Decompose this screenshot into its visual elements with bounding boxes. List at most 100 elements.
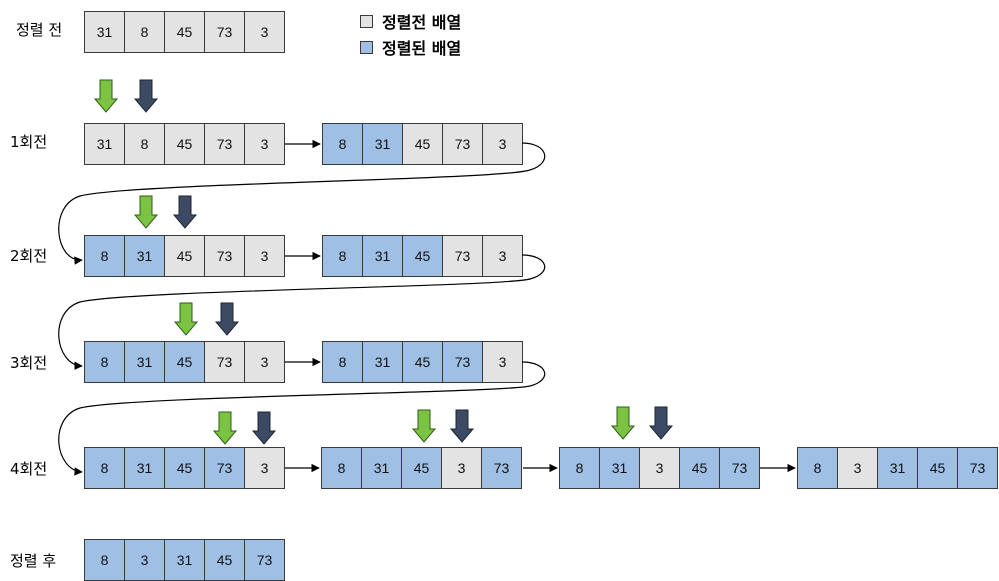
array-cell: 45	[403, 236, 443, 276]
array-cell: 3	[245, 236, 285, 276]
array-cell: 31	[878, 448, 918, 488]
row-label-pass4: 4회전	[10, 460, 48, 478]
array-cell: 3	[245, 342, 285, 382]
array-cell: 3	[483, 236, 523, 276]
array-cell: 8	[85, 540, 125, 580]
array-cell: 8	[323, 342, 363, 382]
dark-down-arrow-icon	[449, 409, 475, 443]
row-label-pass2: 2회전	[10, 247, 48, 265]
legend-sorted-label: 정렬된 배열	[382, 39, 462, 58]
green-down-arrow-icon	[173, 302, 199, 336]
array-cell: 45	[402, 448, 442, 488]
array-cell: 3	[245, 448, 285, 488]
array-cell: 31	[363, 236, 403, 276]
array-cell: 31	[85, 12, 125, 52]
legend-unsorted-label: 정렬전 배열	[382, 13, 462, 32]
array-cell: 45	[165, 236, 205, 276]
array-cell: 31	[125, 448, 165, 488]
array-cell: 8	[560, 448, 600, 488]
array-cell: 73	[205, 448, 245, 488]
wrap-connector	[58, 254, 546, 370]
array-cell: 73	[443, 124, 483, 164]
array-cell: 31	[363, 342, 403, 382]
green-down-arrow-icon	[212, 411, 238, 445]
array-cell: 45	[403, 342, 443, 382]
array-cell: 8	[323, 124, 363, 164]
row-label-after: 정렬 후	[10, 552, 57, 570]
legend-unsorted-swatch	[360, 14, 373, 28]
array-cell: 3	[483, 124, 523, 164]
array-cell: 31	[165, 540, 205, 580]
array-cell: 45	[680, 448, 720, 488]
array-cell: 31	[363, 124, 403, 164]
array-cell: 73	[245, 540, 285, 580]
array-cell: 73	[720, 448, 760, 488]
array-cell: 3	[125, 540, 165, 580]
array-cell: 45	[165, 342, 205, 382]
dark-down-arrow-icon	[648, 406, 674, 440]
row-label-pass1: 1회전	[10, 133, 48, 151]
wrap-connector	[58, 142, 546, 265]
array-cell: 73	[205, 236, 245, 276]
array-cell: 73	[205, 124, 245, 164]
array-cell: 8	[322, 448, 362, 488]
array-cell: 31	[362, 448, 402, 488]
dark-down-arrow-icon	[251, 411, 277, 445]
green-down-arrow-icon	[133, 195, 159, 229]
array-cell: 45	[165, 448, 205, 488]
array-cell: 3	[442, 448, 482, 488]
array-cell: 8	[125, 12, 165, 52]
array-cell: 73	[205, 12, 245, 52]
array-cell: 45	[918, 448, 958, 488]
array-cell: 45	[403, 124, 443, 164]
array-cell: 8	[85, 448, 125, 488]
wrap-connector	[58, 361, 546, 476]
dark-down-arrow-icon	[214, 302, 240, 336]
array-cell: 3	[245, 12, 285, 52]
dark-down-arrow-icon	[133, 79, 159, 113]
array-cell: 31	[125, 342, 165, 382]
row-label-before: 정렬 전	[16, 21, 63, 39]
array-cell: 8	[85, 342, 125, 382]
array-cell: 3	[838, 448, 878, 488]
array-cell: 73	[482, 448, 522, 488]
green-down-arrow-icon	[93, 79, 119, 113]
array-cell: 8	[798, 448, 838, 488]
dark-down-arrow-icon	[172, 195, 198, 229]
array-cell: 73	[205, 342, 245, 382]
array-cell: 31	[600, 448, 640, 488]
array-cell: 8	[85, 236, 125, 276]
array-cell: 45	[205, 540, 245, 580]
green-down-arrow-icon	[610, 406, 636, 440]
array-cell: 3	[640, 448, 680, 488]
array-cell: 8	[125, 124, 165, 164]
legend-sorted: 정렬된 배열	[360, 35, 461, 59]
legend-unsorted: 정렬전 배열	[360, 9, 461, 33]
array-cell: 3	[245, 124, 285, 164]
array-cell: 73	[443, 342, 483, 382]
array-cell: 73	[958, 448, 998, 488]
array-cell: 31	[85, 124, 125, 164]
array-cell: 8	[323, 236, 363, 276]
array-cell: 45	[165, 124, 205, 164]
row-label-pass3: 3회전	[10, 354, 48, 372]
green-down-arrow-icon	[411, 409, 437, 443]
legend-sorted-swatch	[360, 40, 373, 54]
array-cell: 45	[165, 12, 205, 52]
array-cell: 73	[443, 236, 483, 276]
array-cell: 31	[125, 236, 165, 276]
